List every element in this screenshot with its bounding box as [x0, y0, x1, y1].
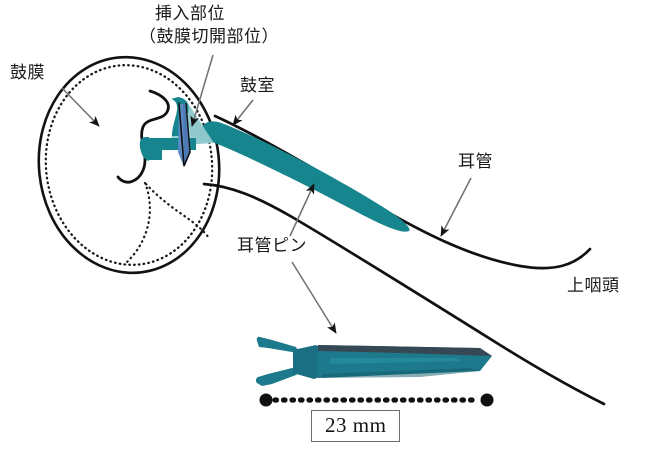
scale-dot-right [480, 393, 494, 407]
label-insertion-site-line1: 挿入部位 [155, 4, 225, 24]
leader-lines [61, 54, 568, 334]
label-eustachian-tube-pin: 耳管ピン [237, 236, 307, 256]
inner-contour-dotted [125, 181, 211, 264]
scale-bar [259, 393, 494, 407]
label-eustachian-tube: 耳管 [458, 152, 493, 172]
label-tympanic-membrane: 鼓膜 [10, 63, 45, 83]
pin-shaft-in-tube [200, 121, 410, 232]
label-nasopharynx: 上咽頭 [567, 276, 620, 296]
leader-pin-photo [291, 261, 337, 334]
label-tympanic-cavity: 鼓室 [240, 76, 275, 96]
leader-eustachian-tube-pin [289, 183, 315, 237]
leader-eustachian-tube [440, 177, 472, 237]
eustachian-tube-walls [202, 114, 606, 406]
scale-value-box: 23 mm [311, 410, 401, 442]
leader-tympanic-cavity [232, 99, 254, 126]
scale-dot-left [259, 393, 273, 407]
tympanic-membrane-oval [37, 55, 221, 275]
pin-photograph [255, 336, 492, 386]
pin-body-at-eardrum [139, 97, 196, 167]
leader-tympanic-membrane [61, 87, 100, 127]
leader-insertion-site [190, 54, 214, 127]
label-insertion-site-line2: （鼓膜切開部位） [139, 27, 279, 47]
leader-nasopharynx [540, 292, 568, 300]
